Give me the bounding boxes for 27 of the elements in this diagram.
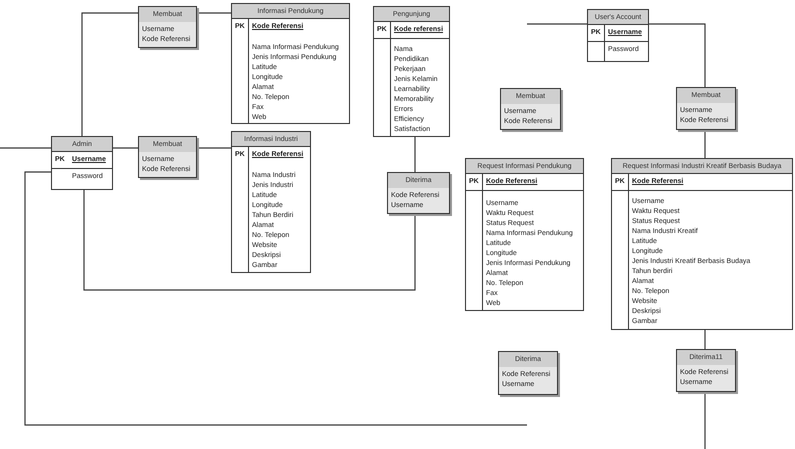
relationship-table	[676, 87, 736, 130]
relationship-table	[676, 349, 736, 392]
entity-table	[231, 3, 350, 124]
entity-table	[231, 131, 311, 273]
relationship-table	[498, 351, 558, 395]
relationship-line	[113, 147, 138, 149]
entity-table	[373, 6, 450, 137]
entity-table	[465, 158, 584, 311]
relationship-line	[24, 171, 527, 426]
entity-table	[587, 9, 649, 62]
relationship-table	[387, 172, 450, 214]
relationship-line	[414, 137, 416, 172]
relationship-line	[0, 147, 51, 149]
entity-table	[611, 158, 793, 330]
relationship-line	[81, 12, 138, 136]
relationship-line	[704, 130, 706, 158]
relationship-table	[138, 6, 197, 48]
relationship-table	[138, 136, 197, 178]
relationship-line	[527, 23, 587, 25]
relationship-line	[197, 12, 231, 14]
relationship-line	[197, 147, 231, 149]
relationship-table	[500, 88, 561, 130]
relationship-line	[704, 330, 706, 349]
relationship-line	[83, 190, 416, 291]
entity-table	[51, 136, 113, 190]
relationship-line	[704, 392, 706, 449]
relationship-line	[649, 23, 706, 87]
